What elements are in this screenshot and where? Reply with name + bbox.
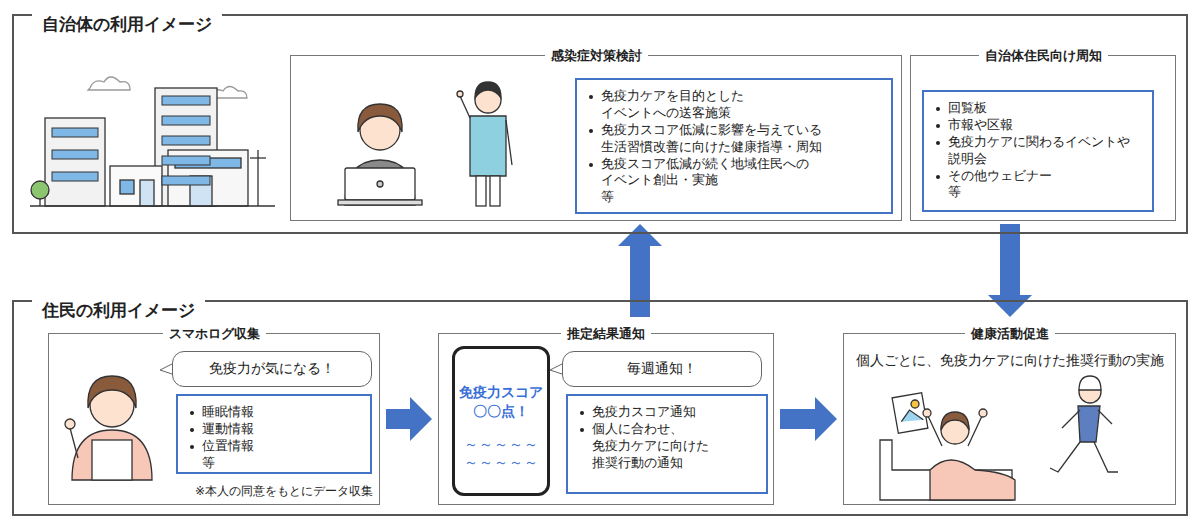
bullet-item: 運動情報 [188, 421, 360, 438]
section-title: 推定結果通知 [561, 325, 651, 342]
arrow-shape [618, 224, 662, 317]
label-text: 免疫力が気になる！ [209, 360, 335, 378]
phone-screen: 免疫力スコア 〇〇点！ ～～～～～ ～～～～～ [452, 346, 550, 496]
bullet-item: 等 [934, 184, 1142, 201]
label-text: 個人ごとに、免疫力ケアに向けた推奨行動の実施 [844, 352, 1175, 370]
section-title: 住民の利用イメージ [32, 300, 205, 322]
section-box: 推定結果通知免疫力スコア 〇〇点！～～～～～ ～～～～～毎週通知！免疫力スコア通… [438, 333, 774, 505]
bullet-item: 免疫力スコア通知 [578, 404, 756, 421]
section-box: 健康活動促進個人ごとに、免疫力ケアに向けた推奨行動の実施 [843, 333, 1176, 505]
section-box: スマホログ収集※本人の同意をもとにデータ収集免疫力が気になる！睡眠情報運動情報位… [48, 333, 380, 505]
section-title: 自治体住民向け周知 [979, 47, 1108, 64]
label-text: 毎週通知！ [627, 360, 697, 378]
block-arrow [618, 224, 662, 317]
bullet-item: 免疫力スコア低減に影響を与えている 生活習慣改善に向けた健康指導・周知 [587, 122, 841, 156]
arrow-shape [988, 224, 1032, 317]
section-box: 感染症対策検討免疫力ケアを目的とした イベントへの送客施策免疫力スコア低減に影響… [290, 55, 902, 221]
section-title: 健康活動促進 [965, 325, 1055, 342]
bullet-item: 免疫力ケアに関わるイベントや 説明会 [934, 134, 1142, 168]
group-panel: 自治体の利用イメージ感染症対策検討免疫力ケアを目的とした イベントへの送客施策免… [12, 14, 1188, 234]
bullet-item: 睡眠情報 [188, 404, 360, 421]
label-text: ～～～～～ ～～～～～ [458, 435, 544, 471]
bullet-item: 免疫スコア低減が続く地域住民への イベント創出・実施 [587, 156, 841, 190]
bullet-item: 回覧板 [934, 100, 1142, 117]
label-text: ※本人の同意をもとにデータ収集 [195, 484, 373, 500]
bullet-item: その他ウェビナー [934, 168, 1142, 185]
bullet-item: 等 [188, 455, 360, 472]
bullet-item: 位置情報 [188, 438, 360, 455]
section-box: 自治体住民向け周知回覧板市報や区報免疫力ケアに関わるイベントや 説明会その他ウェ… [910, 55, 1176, 221]
bullet-box: 回覧板市報や区報免疫力ケアに関わるイベントや 説明会その他ウェビナー等 [922, 90, 1154, 212]
bullet-item: 個人に合わせ、 免疫力ケアに向けた 推奨行動の通知 [578, 421, 756, 472]
bullet-item: 等 [587, 189, 841, 206]
bullet-item: 市報や区報 [934, 117, 1142, 134]
bullet-box: 免疫力スコア通知個人に合わせ、 免疫力ケアに向けた 推奨行動の通知 [566, 394, 768, 494]
section-title: 感染症対策検討 [545, 47, 648, 64]
block-arrow [386, 397, 432, 441]
speech-bubble: 免疫力が気になる！ [172, 351, 372, 387]
section-title: 自治体の利用イメージ [32, 14, 222, 36]
bullet-box: 免疫力ケアを目的とした イベントへの送客施策免疫力スコア低減に影響を与えている … [575, 78, 893, 214]
label-text: 免疫力スコア 〇〇点！ [458, 383, 544, 421]
block-arrow [988, 224, 1032, 317]
bullet-item: 免疫力ケアを目的とした イベントへの送客施策 [587, 88, 841, 122]
arrow-shape [780, 397, 837, 441]
section-title: スマホログ収集 [163, 325, 266, 342]
speech-bubble: 毎週通知！ [562, 351, 762, 387]
block-arrow [780, 397, 837, 441]
arrow-shape [386, 397, 432, 441]
group-panel: 住民の利用イメージスマホログ収集 ※本人の同意をもとにデータ収集 免疫力が気になる！… [12, 300, 1188, 516]
bullet-box: 睡眠情報運動情報位置情報等 [176, 394, 372, 474]
